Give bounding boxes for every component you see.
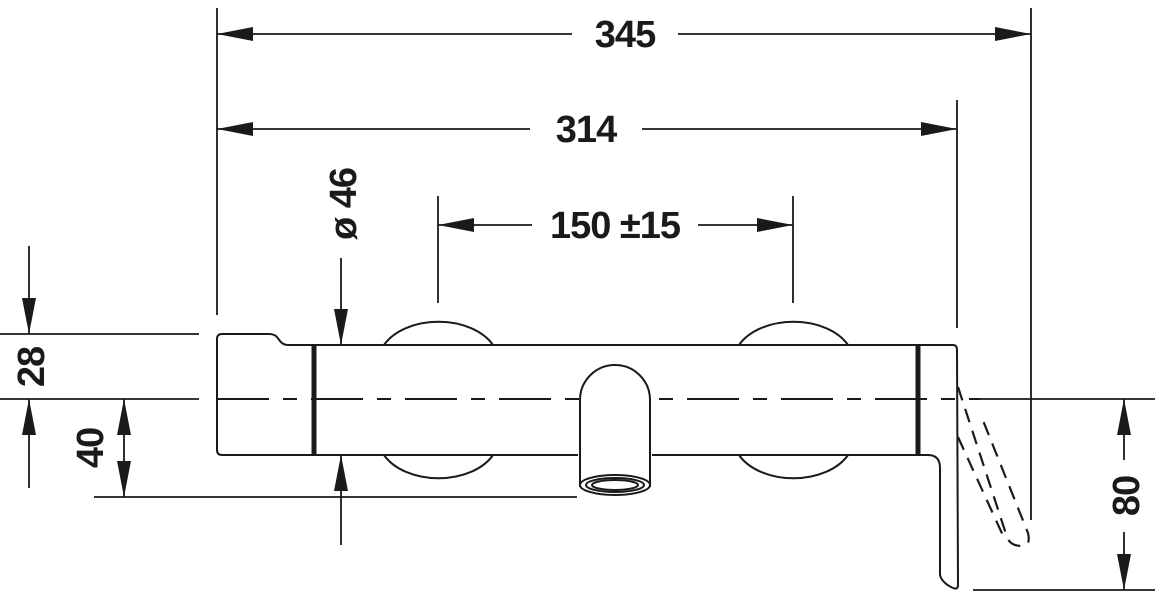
dimension-label-345: 345 [595,14,656,56]
spout [579,364,651,496]
arrow-right-icon [757,218,793,232]
dimension-top-offset: 28 [11,246,53,488]
dimension-connection-spacing: 150 ±15 [438,205,793,247]
arrow-down-icon [334,309,348,345]
dimension-body-diameter: ø 46 [323,168,365,545]
wall-rosettes [383,320,849,480]
arrow-right-icon [921,122,957,136]
extension-lines [216,8,1032,520]
end-cap [216,333,313,456]
dimension-label-diameter: ø 46 [323,168,365,240]
arrow-up-icon [1117,399,1131,435]
dimension-label-80: 80 [1106,476,1148,516]
lever-handle [918,344,1030,590]
arrow-down-icon [22,298,36,334]
arrow-down-icon [117,461,131,497]
arrow-left-icon [217,122,253,136]
dimension-label-40: 40 [70,428,112,468]
arrow-right-icon [995,27,1031,41]
dimension-spout-drop: 40 [70,399,131,497]
arrow-left-icon [217,27,253,41]
arrow-up-icon [22,399,36,435]
arrow-up-icon [117,399,131,435]
dimension-label-150: 150 ±15 [550,205,681,247]
arrow-up-icon [334,455,348,491]
arrow-down-icon [1117,554,1131,590]
arrow-left-icon [438,218,474,232]
dimension-label-314: 314 [556,109,617,151]
reference-lines-left [0,333,577,498]
dimension-overall-length: 345 [217,14,1031,56]
dimension-label-28: 28 [11,347,53,387]
dimension-body-length: 314 [217,109,957,151]
dimension-handle-drop: 80 [973,398,1155,591]
